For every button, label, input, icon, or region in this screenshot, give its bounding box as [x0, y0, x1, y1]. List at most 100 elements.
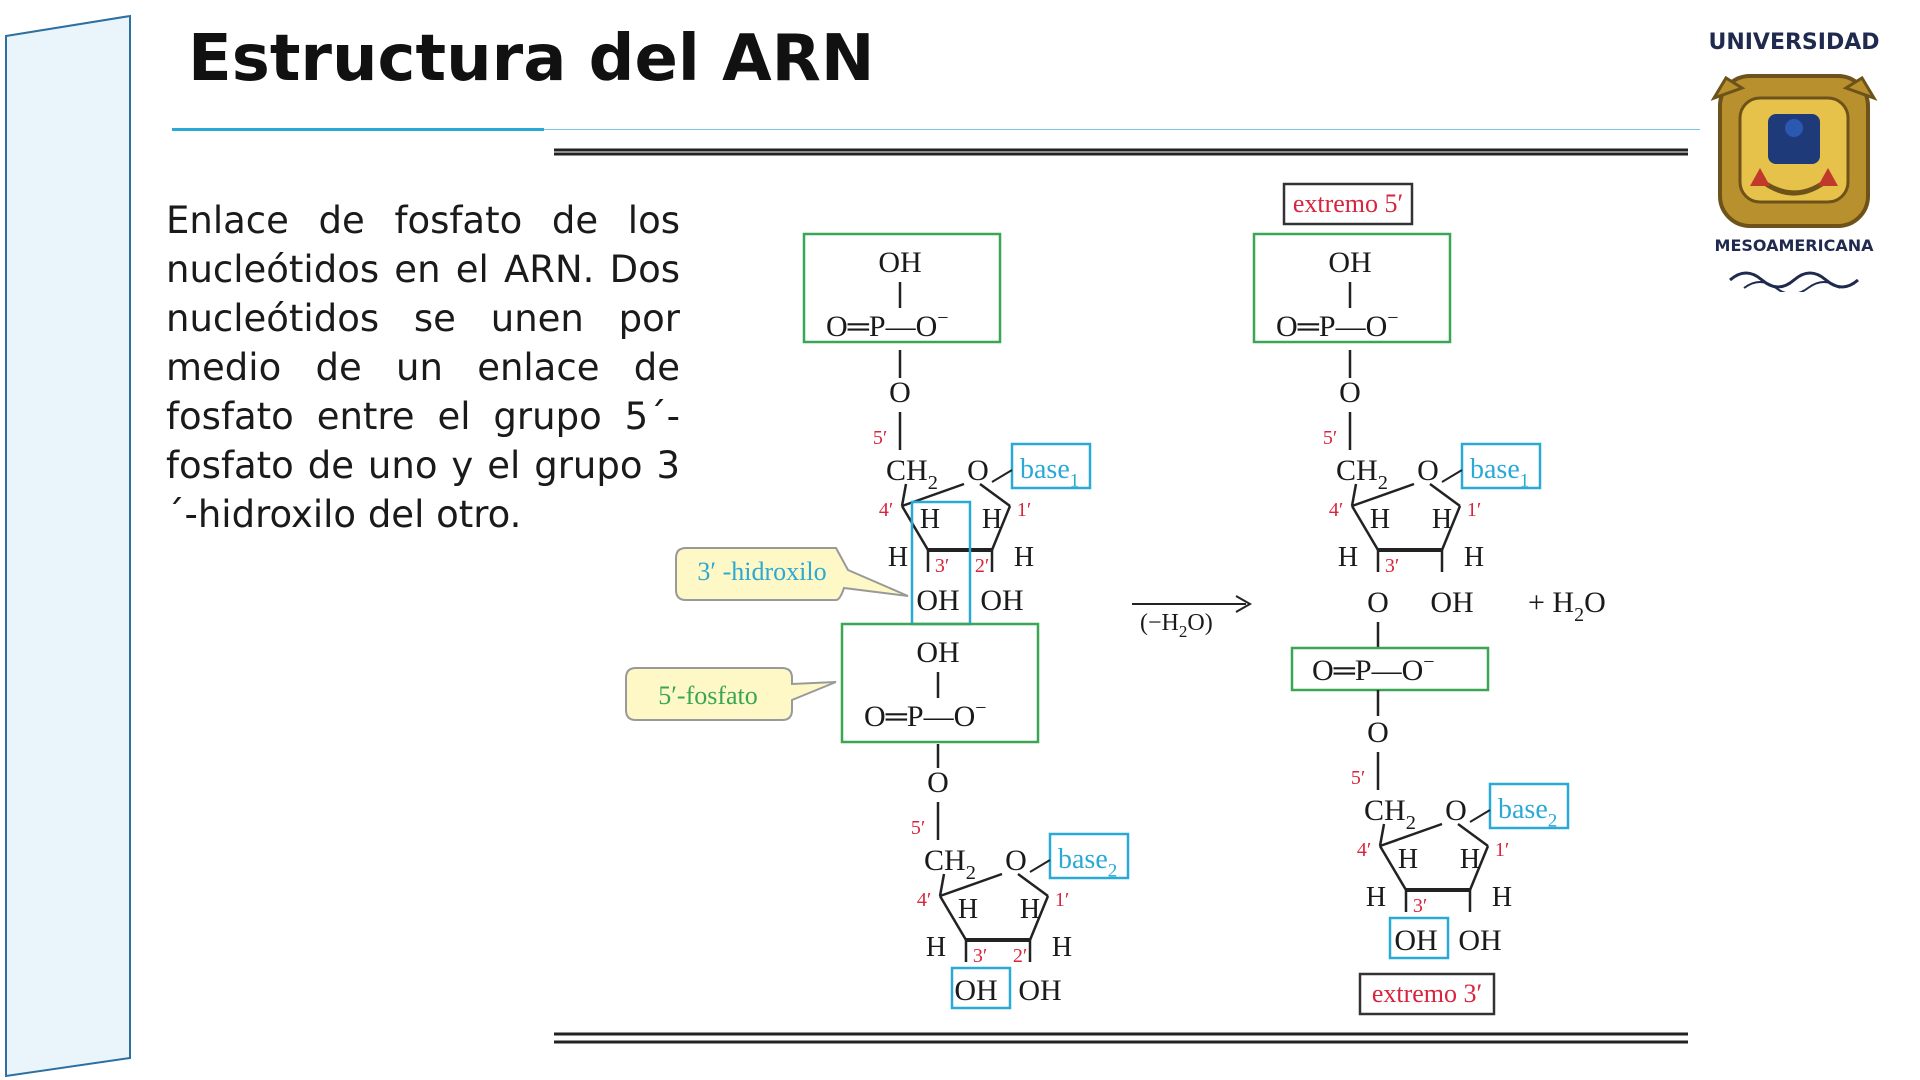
left-n2-h2: H [1052, 932, 1072, 963]
right-n1-base-label: base1 [1470, 454, 1529, 491]
left-n2-pos5: 5′ [911, 817, 925, 839]
right-n2-base-box [1488, 782, 1570, 830]
left-n2-ring-o: O [1005, 844, 1027, 877]
callout-hidroxilo-box [675, 547, 909, 601]
left-n2-h3: H [926, 932, 946, 963]
right-n2-ch2-c4 [1378, 823, 1386, 847]
left-n2-h1: H [1020, 894, 1040, 925]
right-n2-pos4: 4′ [1357, 839, 1371, 861]
left-n1-ch2: CH2 [886, 454, 938, 494]
left-n1-h4: H [920, 504, 940, 535]
right-n2-ring-c4-o [1379, 822, 1443, 848]
extremo5-label: extremo 5′ [1293, 189, 1403, 218]
right-n2-pos5: 5′ [1351, 767, 1365, 789]
left-n2-pos3: 3′ [973, 945, 987, 967]
callout-hidroxilo-label: 3′ -hidroxilo [697, 557, 826, 586]
right-top-phosphate-row: O═P—O− [1276, 307, 1399, 343]
logo-top-text: UNIVERSIDAD [1708, 30, 1880, 55]
right-n1-o5: O [1339, 376, 1361, 409]
right-n1-oh2: OH [1430, 586, 1473, 619]
left-n2-oh3: OH [954, 974, 997, 1007]
left-n1-pos3: 3′ [935, 555, 949, 577]
right-n1-ring-c1-c2 [1440, 505, 1462, 551]
university-logo: UNIVERSIDAD MESOAMERICANA [1696, 30, 1892, 300]
left-n2-oh3-box [950, 966, 1012, 1010]
reaction-arrow-head [1235, 595, 1253, 613]
right-n1-ring-c3-c4 [1350, 505, 1380, 551]
right-n1-base-box [1460, 442, 1542, 490]
right-n1-pos3: 3′ [1385, 555, 1399, 577]
right-n1-ring-o-c1 [1429, 482, 1461, 508]
right-bridge-phosphate-row: O═P—O− [1312, 651, 1435, 687]
left-bottom-phosphate-box [840, 622, 1040, 744]
right-n2-o5: O [1367, 716, 1389, 749]
left-top-phosphate-box [802, 232, 1002, 344]
left-top-phosphate-row: O═P—O− [826, 307, 949, 343]
right-n1-ring-o: O [1417, 454, 1439, 487]
left-n1-h1: H [982, 504, 1002, 535]
left-n1-ring-o: O [967, 454, 989, 487]
left-n2-o5: O [927, 766, 949, 799]
side-panel [5, 14, 131, 1078]
right-n1-pos1: 1′ [1467, 499, 1481, 521]
right-n2-h3: H [1366, 882, 1386, 913]
right-n1-pos4: 4′ [1329, 499, 1343, 521]
left-top-phosphate-oh: OH [878, 246, 921, 279]
callout-fosfato-label: 5′-fosfato [658, 681, 758, 710]
slide-title: Estructura del ARN [188, 22, 875, 96]
left-n1-ch2-c4 [900, 483, 908, 507]
mesoamerican-seal-icon [1710, 74, 1878, 228]
right-n2-o-base-link [1469, 809, 1491, 823]
left-n1-pos2: 2′ [975, 555, 989, 577]
left-bottom-phosphate-row: O═P—O− [864, 697, 987, 733]
left-n2-ch2: CH2 [924, 844, 976, 884]
right-n2-ch2: CH2 [1364, 794, 1416, 834]
left-n1-oh3: OH [916, 584, 959, 617]
right-top-phosphate-oh: OH [1328, 246, 1371, 279]
left-n1-o5: O [889, 376, 911, 409]
right-n1-o3: O [1367, 586, 1389, 619]
right-n2-h2: H [1492, 882, 1512, 913]
left-n2-base-box [1048, 832, 1130, 880]
right-n2-h4: H [1398, 844, 1418, 875]
left-n2-pos4: 4′ [917, 889, 931, 911]
left-n1-pos1: 1′ [1017, 499, 1031, 521]
right-n1-pos5: 5′ [1323, 427, 1337, 449]
right-n2-oh3-box [1388, 916, 1450, 960]
left-n2-ring-c3-c4 [938, 895, 968, 941]
left-n1-h2: H [1014, 542, 1034, 573]
left-n2-pos1: 1′ [1055, 889, 1069, 911]
right-n2-pos1: 1′ [1495, 839, 1509, 861]
water-loss-label: (−H2O) [1140, 610, 1213, 641]
right-n1-h1: H [1432, 504, 1452, 535]
left-n2-base-label: base2 [1058, 844, 1117, 881]
extremo5-box [1282, 182, 1414, 226]
right-n2-ring-c1-c2 [1468, 845, 1490, 891]
body-paragraph: Enlace de fosfato de los nucleótidos en … [166, 199, 680, 536]
left-n2-ring-c1-c2 [1028, 895, 1050, 941]
logo-bottom-text: MESOAMERICANA [1714, 236, 1874, 255]
left-n1-pos5: 5′ [873, 427, 887, 449]
left-n1-o-base-link [991, 469, 1013, 483]
extremo3-box [1358, 972, 1496, 1016]
right-n2-oh3: OH [1394, 924, 1437, 957]
left-n2-ring-c4-o [939, 872, 1003, 898]
left-bottom-phosphate-oh: OH [916, 636, 959, 669]
left-n2-h4: H [958, 894, 978, 925]
right-n2-ring-c3-c4 [1378, 845, 1408, 891]
left-n2-pos2: 2′ [1013, 945, 1027, 967]
left-n1-ring-o-c1 [979, 482, 1011, 508]
left-n1-ring-c3-c4 [900, 505, 930, 551]
left-n1-oh2: OH [980, 584, 1023, 617]
plus-water-label: + H2O [1528, 586, 1606, 626]
right-n1-h4: H [1370, 504, 1390, 535]
left-n1-ring-c1-c2 [990, 505, 1012, 551]
logo-waves-icon [1729, 271, 1859, 292]
title-underline [544, 129, 1700, 130]
left-n2-oh2: OH [1018, 974, 1061, 1007]
right-n2-oh2: OH [1458, 924, 1501, 957]
left-n1-base-label: base1 [1020, 454, 1079, 491]
left-n1-h3: H [888, 542, 908, 573]
left-n2-o-base-link [1029, 859, 1051, 873]
right-n2-ring-o: O [1445, 794, 1467, 827]
